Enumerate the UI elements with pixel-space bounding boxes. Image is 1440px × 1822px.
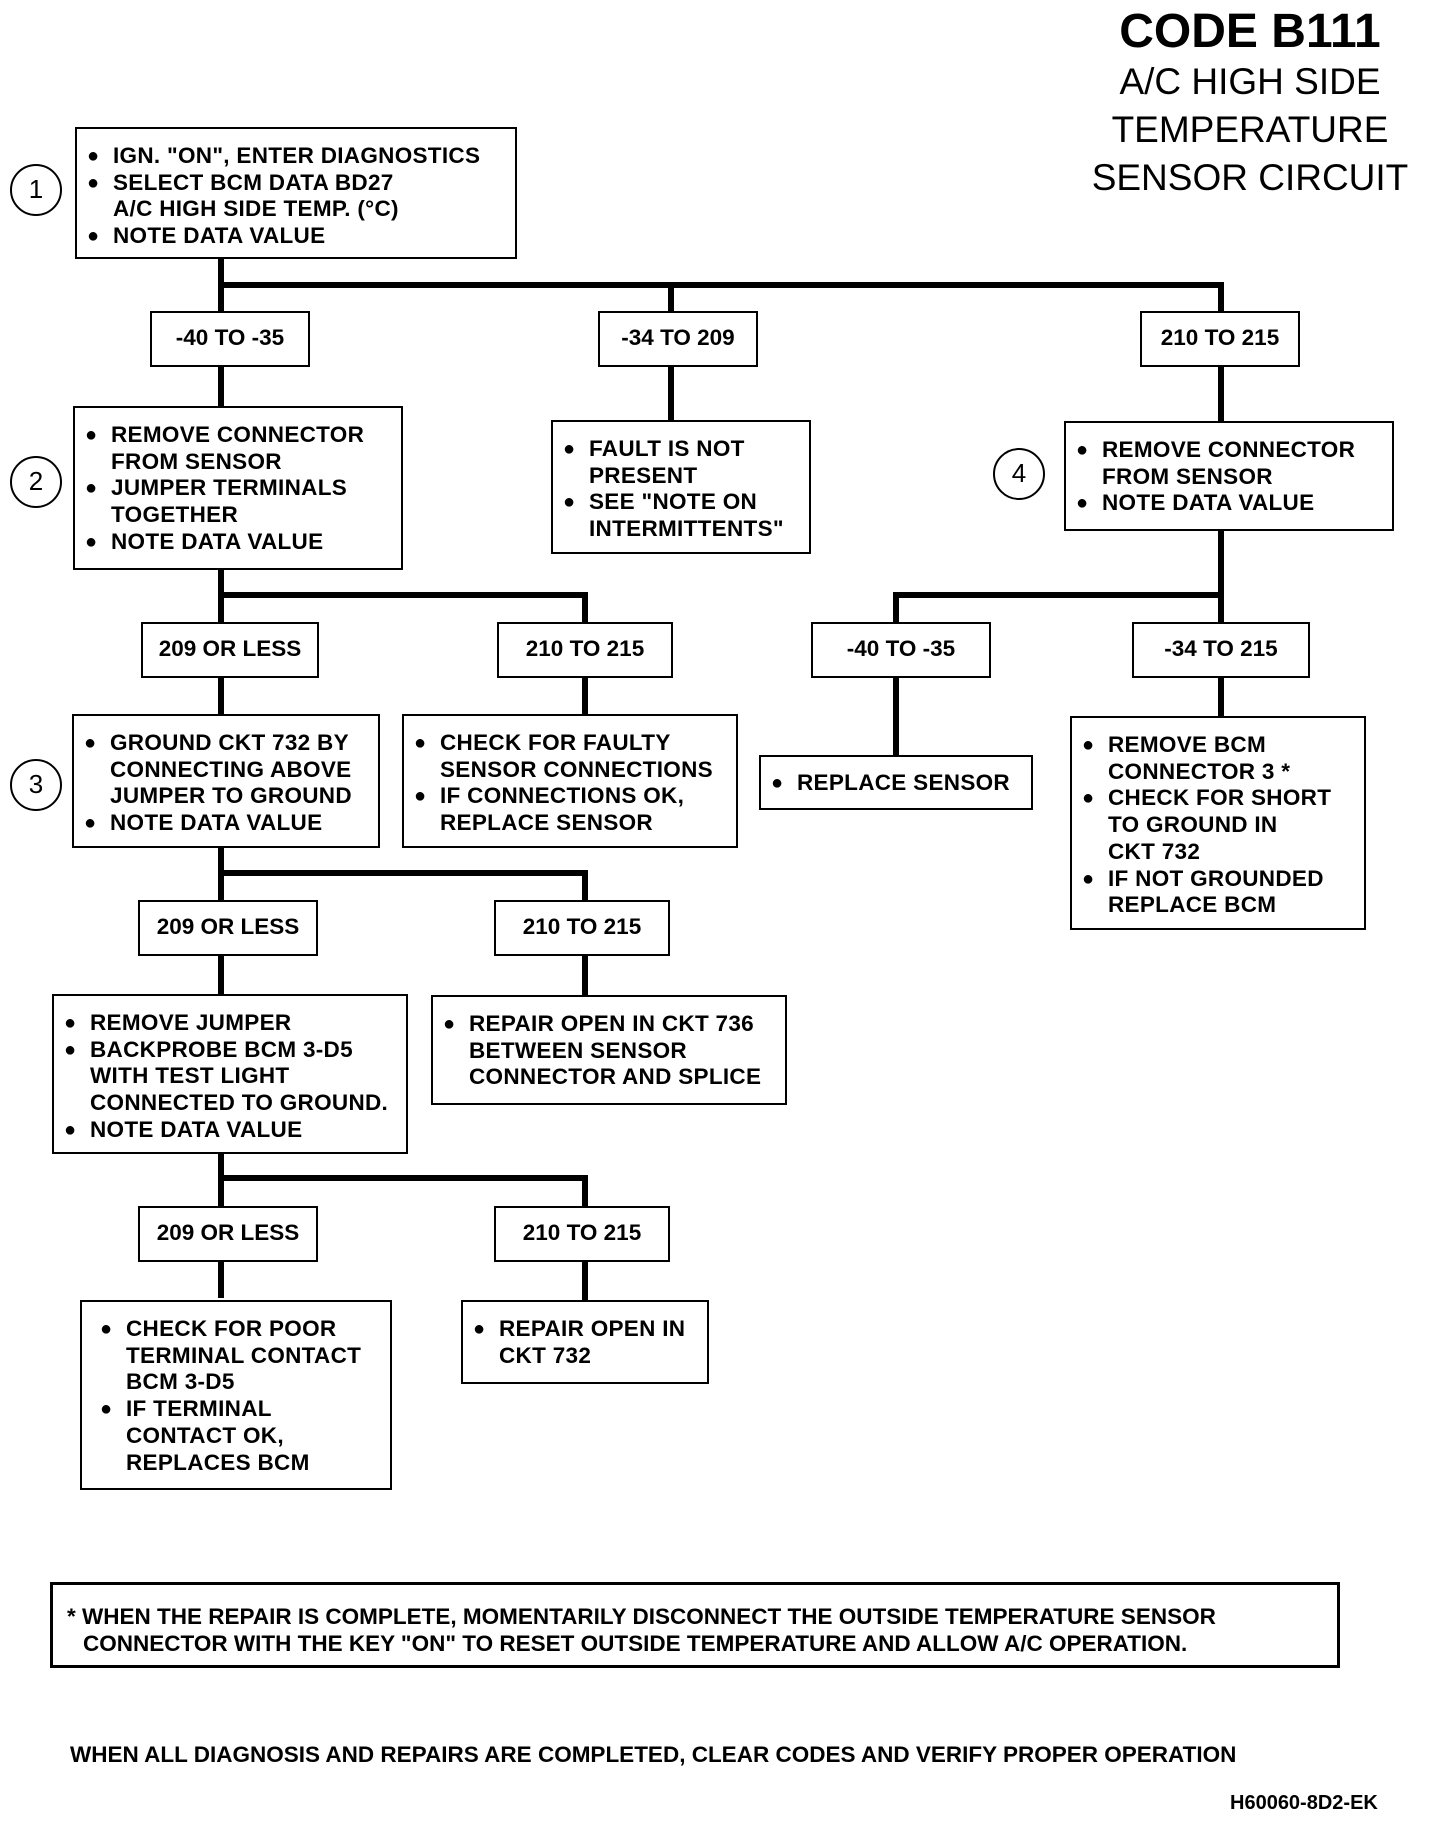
instruction: CKT 732: [1108, 838, 1201, 864]
step-3-marker: 3: [10, 759, 62, 811]
range-label: -40 TO -35: [811, 622, 991, 678]
instruction: FAULT IS NOT: [563, 436, 803, 463]
step-1-box: IGN. "ON", ENTER DIAGNOSTICS SELECT BCM …: [75, 127, 517, 259]
instruction: TOGETHER: [111, 502, 238, 528]
remove-bcm-box: REMOVE BCM CONNECTOR 3 * CHECK FOR SHORT…: [1070, 716, 1366, 930]
title-line-3: SENSOR CIRCUIT: [1091, 157, 1409, 198]
footer-instruction: WHEN ALL DIAGNOSIS AND REPAIRS ARE COMPL…: [70, 1742, 1237, 1767]
instruction: REPAIR OPEN IN: [473, 1316, 701, 1343]
range-label: -34 TO 215: [1132, 622, 1310, 678]
instruction: CONNECTOR 3 *: [1108, 758, 1291, 784]
instruction: SELECT BCM DATA BD27: [87, 170, 509, 197]
figure-id: H60060-8D2-EK: [1230, 1792, 1378, 1814]
replace-sensor-box: REPLACE SENSOR: [759, 755, 1033, 810]
fault-not-present-box: FAULT IS NOT PRESENT SEE "NOTE ON INTERM…: [551, 420, 811, 554]
instruction: BETWEEN SENSOR: [469, 1037, 687, 1063]
instruction: JUMPER TO GROUND: [110, 783, 352, 809]
poor-contact-box: CHECK FOR POOR TERMINAL CONTACT BCM 3-D5…: [80, 1300, 392, 1490]
range-label: 210 TO 215: [494, 900, 670, 956]
instruction: A/C HIGH SIDE TEMP. (°C): [113, 196, 399, 222]
range-label: 209 OR LESS: [138, 900, 318, 956]
instruction: REPLACES BCM: [126, 1449, 310, 1475]
remove-jumper-box: REMOVE JUMPER BACKPROBE BCM 3-D5 WITH TE…: [52, 994, 408, 1154]
title-line-2: TEMPERATURE: [1111, 109, 1389, 150]
instruction: WITH TEST LIGHT: [90, 1063, 290, 1089]
connector-line: [218, 282, 1224, 288]
instruction: CKT 732: [499, 1342, 592, 1368]
repair-ckt-736-box: REPAIR OPEN IN CKT 736 BETWEEN SENSOR CO…: [431, 995, 787, 1105]
instruction: REMOVE CONNECTOR: [85, 422, 395, 449]
connector-line: [218, 870, 588, 876]
instruction: TO GROUND IN: [1108, 812, 1278, 838]
instruction: INTERMITTENTS": [589, 516, 784, 542]
instruction: CHECK FOR POOR: [100, 1316, 384, 1343]
step-3-box: GROUND CKT 732 BY CONNECTING ABOVE JUMPE…: [72, 714, 380, 848]
instruction: SENSOR CONNECTIONS: [440, 756, 713, 782]
range-label: -40 TO -35: [150, 311, 310, 367]
connector-line: [218, 592, 588, 598]
instruction: NOTE DATA VALUE: [1076, 490, 1386, 517]
instruction: PRESENT: [589, 462, 698, 488]
instruction: FROM SENSOR: [111, 448, 282, 474]
step-4-box: REMOVE CONNECTOR FROM SENSOR NOTE DATA V…: [1064, 421, 1394, 531]
range-label: -34 TO 209: [598, 311, 758, 367]
instruction: REPAIR OPEN IN CKT 736: [443, 1011, 779, 1038]
instruction: IF TERMINAL: [100, 1396, 384, 1423]
instruction: CONNECTING ABOVE: [110, 756, 352, 782]
step-2-marker: 2: [10, 456, 62, 508]
repair-ckt-732-box: REPAIR OPEN IN CKT 732: [461, 1300, 709, 1384]
note-line-2: CONNECTOR WITH THE KEY "ON" TO RESET OUT…: [83, 1631, 1188, 1656]
instruction: IGN. "ON", ENTER DIAGNOSTICS: [87, 143, 509, 170]
instruction: BCM 3-D5: [126, 1369, 235, 1395]
instruction: NOTE DATA VALUE: [87, 223, 509, 250]
step-4-marker: 4: [993, 448, 1045, 500]
step-2-box: REMOVE CONNECTOR FROM SENSOR JUMPER TERM…: [73, 406, 403, 570]
instruction: IF NOT GROUNDED: [1082, 866, 1358, 893]
range-label: 210 TO 215: [494, 1206, 670, 1262]
connector-line: [218, 1175, 588, 1181]
instruction: REMOVE JUMPER: [64, 1010, 400, 1037]
title-line-1: A/C HIGH SIDE: [1119, 61, 1381, 102]
instruction: SEE "NOTE ON: [563, 489, 803, 516]
instruction: CONNECTOR AND SPLICE: [469, 1064, 762, 1090]
repair-note-box: * WHEN THE REPAIR IS COMPLETE, MOMENTARI…: [50, 1582, 1340, 1668]
instruction: REPLACE SENSOR: [440, 810, 653, 836]
instruction: FROM SENSOR: [1102, 463, 1273, 489]
connector-line: [893, 592, 1224, 598]
faulty-connections-box: CHECK FOR FAULTY SENSOR CONNECTIONS IF C…: [402, 714, 738, 848]
note-line-1: * WHEN THE REPAIR IS COMPLETE, MOMENTARI…: [67, 1604, 1216, 1629]
instruction: REMOVE CONNECTOR: [1076, 437, 1386, 464]
range-label: 210 TO 215: [1140, 311, 1300, 367]
instruction: JUMPER TERMINALS: [85, 475, 395, 502]
instruction: CONNECTED TO GROUND.: [90, 1090, 389, 1116]
range-label: 210 TO 215: [497, 622, 673, 678]
instruction: NOTE DATA VALUE: [84, 810, 372, 837]
instruction: REPLACE SENSOR: [771, 770, 1025, 797]
code-title: CODE B111: [1119, 5, 1381, 58]
instruction: CONTACT OK,: [126, 1422, 284, 1448]
instruction: REMOVE BCM: [1082, 732, 1358, 759]
instruction: BACKPROBE BCM 3-D5: [64, 1037, 400, 1064]
instruction: NOTE DATA VALUE: [85, 529, 395, 556]
instruction: CHECK FOR FAULTY: [414, 730, 730, 757]
instruction: REPLACE BCM: [1108, 892, 1277, 918]
range-label: 209 OR LESS: [141, 622, 319, 678]
step-1-marker: 1: [10, 164, 62, 216]
instruction: CHECK FOR SHORT: [1082, 785, 1358, 812]
instruction: NOTE DATA VALUE: [64, 1117, 400, 1144]
instruction: TERMINAL CONTACT: [126, 1342, 362, 1368]
range-label: 209 OR LESS: [138, 1206, 318, 1262]
instruction: GROUND CKT 732 BY: [84, 730, 372, 757]
instruction: IF CONNECTIONS OK,: [414, 783, 730, 810]
